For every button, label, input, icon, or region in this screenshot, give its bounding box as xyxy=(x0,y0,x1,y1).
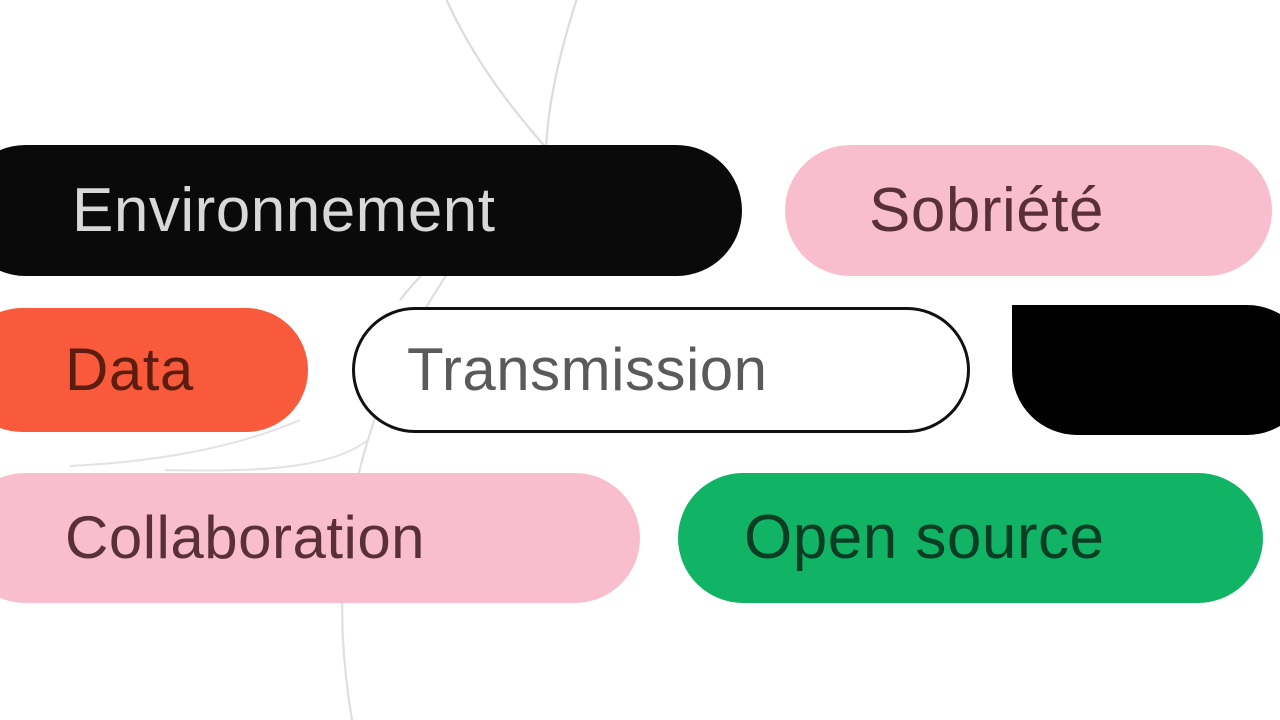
pill-collaboration[interactable]: Collaboration xyxy=(0,473,640,603)
arc-line-1 xyxy=(544,0,578,149)
arc-line-2 xyxy=(445,0,549,151)
pill-transmission-label: Transmission xyxy=(407,336,768,403)
pill-transmission[interactable]: Transmission xyxy=(352,307,970,433)
pill-environnement-label: Environnement xyxy=(72,175,496,245)
pill-sobriete[interactable]: Sobriété xyxy=(785,145,1272,276)
pill-open-source[interactable]: Open source xyxy=(678,473,1263,603)
pill-data-label: Data xyxy=(65,336,194,403)
pill-open-source-label: Open source xyxy=(744,503,1105,572)
arc-line-6 xyxy=(164,439,369,472)
pill-collaboration-label: Collaboration xyxy=(65,504,426,571)
pill-data[interactable]: Data xyxy=(0,308,308,432)
pill-environnement[interactable]: Environnement xyxy=(0,145,742,276)
pill-sobriete-label: Sobriété xyxy=(869,175,1104,245)
pill-blank-black[interactable] xyxy=(1012,305,1280,435)
